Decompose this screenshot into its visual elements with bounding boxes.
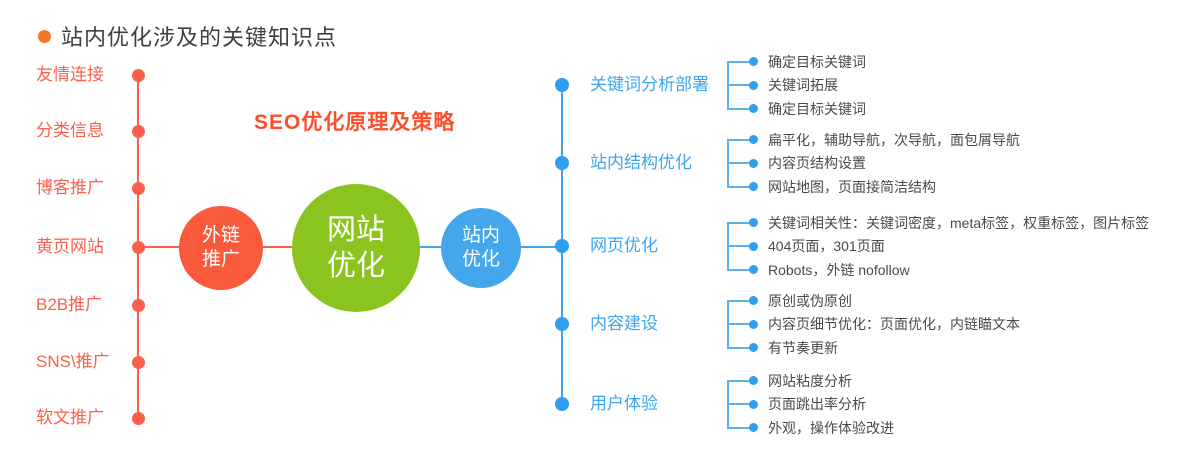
sub-item-label: 页面跳出率分析 (768, 396, 866, 412)
left-item-label: 博客推广 (36, 178, 104, 197)
category-node-dot (555, 317, 569, 331)
circle-label-line: 优化 (326, 250, 385, 282)
category-label: 关键词分析部署 (590, 75, 709, 94)
left-node-dot (131, 124, 145, 138)
left-item-label: 黄页网站 (36, 237, 104, 256)
sub-node-dot (748, 319, 758, 329)
sub-node-dot (748, 399, 758, 409)
bracket-line (727, 268, 751, 271)
sub-node-dot (748, 296, 758, 305)
sub-item-label: 404页面，301页面 (768, 238, 885, 254)
bracket-line (727, 84, 751, 86)
category-node-dot (555, 156, 569, 170)
category-label: 内容建设 (590, 314, 658, 333)
sub-node-dot (748, 182, 758, 191)
left-item-label: 友情连接 (36, 65, 104, 84)
sub-item-label: 关键词相关性：关键词密度，meta标签，权重标签，图片标签 (768, 214, 1150, 231)
node-onsite-optimization: 站内 优化 (441, 208, 521, 288)
sub-item-label: Robots，外链 nofollow (768, 261, 910, 278)
bracket-line (727, 107, 751, 110)
bracket-line (727, 379, 751, 382)
sub-node-dot (748, 135, 758, 144)
category-label: 站内结构优化 (590, 153, 692, 172)
sub-node-dot (748, 218, 758, 227)
left-node-dot (131, 298, 145, 312)
circle-label-line: 推广 (201, 249, 240, 270)
node-external-link-promotion: 外链 推广 (179, 206, 263, 290)
left-node-dot (131, 240, 145, 254)
sub-item-label: 确定目标关键词 (768, 53, 866, 70)
category-node-dot (555, 397, 569, 411)
category-node-dot (555, 78, 569, 92)
circle-label-line: 优化 (461, 249, 500, 270)
sub-node-dot (748, 80, 758, 90)
left-item-label: 分类信息 (36, 121, 104, 140)
left-node-dot (131, 68, 145, 82)
page-title: 站内优化涉及的关键知识点 (38, 20, 337, 52)
title-bullet-icon (38, 29, 51, 43)
bracket-line (727, 185, 751, 188)
bracket-line (727, 323, 751, 325)
bracket-line (727, 221, 751, 224)
sub-item-label: 确定目标关键词 (768, 100, 866, 117)
sub-item-label: 内容页结构设置 (768, 155, 866, 171)
left-item-label: 软文推广 (36, 408, 104, 427)
category-label: 用户体验 (590, 394, 658, 413)
bracket-line (727, 138, 751, 141)
sub-node-dot (748, 343, 758, 352)
bracket-line (727, 162, 751, 164)
sub-item-label: 关键词拓展 (768, 77, 838, 93)
left-node-dot (131, 411, 145, 425)
left-node-dot (131, 181, 145, 195)
sub-node-dot (748, 104, 758, 113)
bracket-line (727, 426, 751, 429)
bracket-line (727, 403, 751, 405)
category-label: 网页优化 (590, 236, 658, 255)
sub-node-dot (748, 57, 758, 66)
sub-item-label: 网站地图，页面接简洁结构 (768, 178, 936, 195)
center-heading: SEO优化原理及策略 (254, 111, 456, 134)
circle-label-line: 网站 (326, 214, 385, 246)
circle-label-line: 站内 (461, 225, 500, 246)
sub-item-label: 外观，操作体验改进 (768, 419, 894, 436)
left-node-dot (131, 355, 145, 369)
sub-node-dot (748, 376, 758, 385)
bracket-line (727, 245, 751, 247)
bracket-line (727, 346, 751, 349)
sub-item-label: 扁平化，辅助导航，次导航，面包屑导航 (768, 131, 1020, 148)
sub-item-label: 网站粘度分析 (768, 372, 852, 389)
sub-item-label: 有节奏更新 (768, 339, 838, 356)
bracket-line (727, 60, 751, 63)
bracket-line (727, 299, 751, 302)
node-website-optimization: 网站 优化 (292, 184, 420, 312)
sub-item-label: 内容页细节优化：页面优化，内链瞄文本 (768, 316, 1020, 332)
sub-item-label: 原创或伪原创 (768, 292, 852, 309)
left-item-label: SNS\推广 (36, 352, 110, 371)
sub-node-dot (748, 265, 758, 274)
page-title-text: 站内优化涉及的关键知识点 (61, 25, 338, 50)
circle-label-line: 外链 (201, 225, 240, 246)
category-node-dot (555, 239, 569, 253)
sub-node-dot (748, 423, 758, 432)
sub-node-dot (748, 158, 758, 168)
left-item-label: B2B推广 (36, 295, 103, 314)
sub-node-dot (748, 241, 758, 251)
